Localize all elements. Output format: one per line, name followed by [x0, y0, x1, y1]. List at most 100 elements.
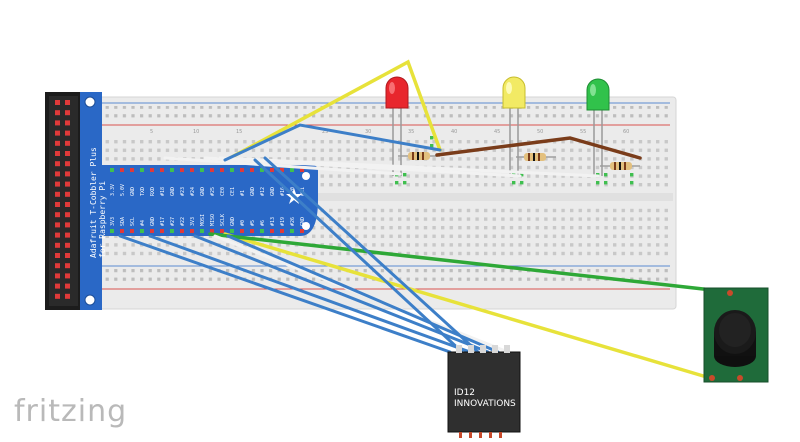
svg-text:55: 55 [580, 129, 586, 135]
cobbler-pin-label: #12 [260, 187, 266, 196]
header-pin [55, 212, 60, 218]
reader-model: ID12 [454, 388, 475, 398]
header-pin [65, 151, 70, 156]
header-pin [65, 222, 70, 228]
svg-text:10: 10 [193, 129, 199, 135]
cobbler-pin-label: 3V3 [110, 217, 116, 226]
cobbler-pin [190, 229, 194, 233]
resistor-2 [516, 153, 556, 161]
cobbler-pin [130, 229, 134, 233]
header-pin [55, 161, 60, 167]
svg-text:50: 50 [537, 129, 543, 135]
cobbler-pin [160, 168, 164, 172]
svg-text:30: 30 [365, 129, 371, 135]
cobbler-pin [240, 168, 244, 172]
cobbler-pin-label: #20 [290, 187, 296, 196]
header-pin [55, 253, 60, 258]
white-wire-3 [218, 156, 600, 178]
cobbler-pin [280, 168, 284, 172]
gpio-ribbon-header [45, 92, 82, 310]
cobbler-pin [240, 229, 244, 233]
cobbler-pin-label: #13 [270, 217, 276, 226]
cobbler-pin [140, 229, 144, 233]
cobbler-pin-label: #6 [260, 220, 266, 226]
header-pin [65, 181, 70, 187]
svg-text:40: 40 [451, 129, 457, 135]
cobbler-pin [140, 168, 144, 172]
header-pin [55, 191, 60, 197]
cobbler-pin [220, 168, 224, 172]
svg-text:25: 25 [322, 129, 328, 135]
green-wire-buzzer [208, 232, 732, 294]
cobbler-pin [270, 168, 274, 172]
cobbler-pin [110, 229, 114, 233]
header-pin [55, 273, 60, 279]
header-pin [55, 263, 60, 269]
cobbler-pin [280, 229, 284, 233]
blue-wire-3 [118, 234, 452, 354]
cobbler-pin-label: GND [300, 217, 306, 226]
cobbler-pin [180, 168, 184, 172]
header-pin [55, 171, 60, 177]
blue-wire-1 [253, 158, 464, 354]
header-pin [55, 130, 60, 136]
header-pin [55, 181, 60, 187]
cobbler-pin-label: CE0 [220, 187, 226, 196]
cobbler-pin [200, 168, 204, 172]
cobbler-pin-label: #17 [160, 217, 166, 226]
blue-wire-4 [148, 234, 472, 354]
cobbler-pin-label: GND [170, 187, 176, 196]
cobbler-pin-label: SDA [120, 217, 126, 226]
cobbler-pin-label: TXD [140, 187, 146, 196]
cobbler-pin [270, 229, 274, 233]
yellow-led [502, 76, 526, 176]
cobbler-pin [220, 229, 224, 233]
cobbler-pin-label: #27 [170, 217, 176, 226]
header-pin [65, 293, 70, 299]
header-pin [65, 263, 70, 269]
header-pin [55, 293, 60, 299]
cobbler-pin-label: CE1 [230, 187, 236, 196]
header-pin [55, 222, 60, 228]
cobbler-pin [290, 229, 294, 233]
cobbler-pin-label: RXD [150, 187, 156, 196]
yellow-wire-buzzer [223, 232, 712, 380]
yellow-wire-led [228, 59, 442, 160]
white-wire-1 [163, 156, 402, 176]
blue-wire-6 [226, 234, 500, 354]
header-pin [65, 242, 70, 248]
wires [118, 59, 732, 380]
cobbler-pin-label: #0 [240, 220, 246, 226]
cobbler-pin [250, 168, 254, 172]
cobbler-pin [170, 168, 174, 172]
cobbler-pin-label: #22 [180, 217, 186, 226]
header-pin [65, 110, 70, 116]
cobbler-pin-label: MOSI [200, 214, 206, 226]
cobbler-pin-label: SCL [130, 217, 136, 226]
cobbler-pin-label: #1 [240, 190, 246, 196]
cobbler-pin-label: #24 [190, 187, 196, 196]
header-pin [55, 100, 60, 105]
cobbler-pin-label: #18 [160, 187, 166, 196]
svg-text:35: 35 [408, 129, 414, 135]
cobbler-pin [160, 229, 164, 233]
cobbler-pin [260, 229, 264, 233]
cobbler-pin-label: #23 [180, 187, 186, 196]
cobbler-pin [150, 229, 154, 233]
cobbler-pin-label: GND [270, 187, 276, 196]
cobbler-pin [250, 229, 254, 233]
cobbler-pin [180, 229, 184, 233]
cobbler-pin [130, 168, 134, 172]
cobbler-pin [170, 229, 174, 233]
cobbler-pin [230, 168, 234, 172]
cobbler-pin [260, 168, 264, 172]
header-pin [55, 232, 60, 238]
resistor-3 [600, 162, 640, 170]
header-pin [65, 100, 70, 105]
svg-text:15: 15 [236, 129, 242, 135]
cobbler-pin [300, 168, 304, 172]
header-pin [65, 171, 70, 177]
